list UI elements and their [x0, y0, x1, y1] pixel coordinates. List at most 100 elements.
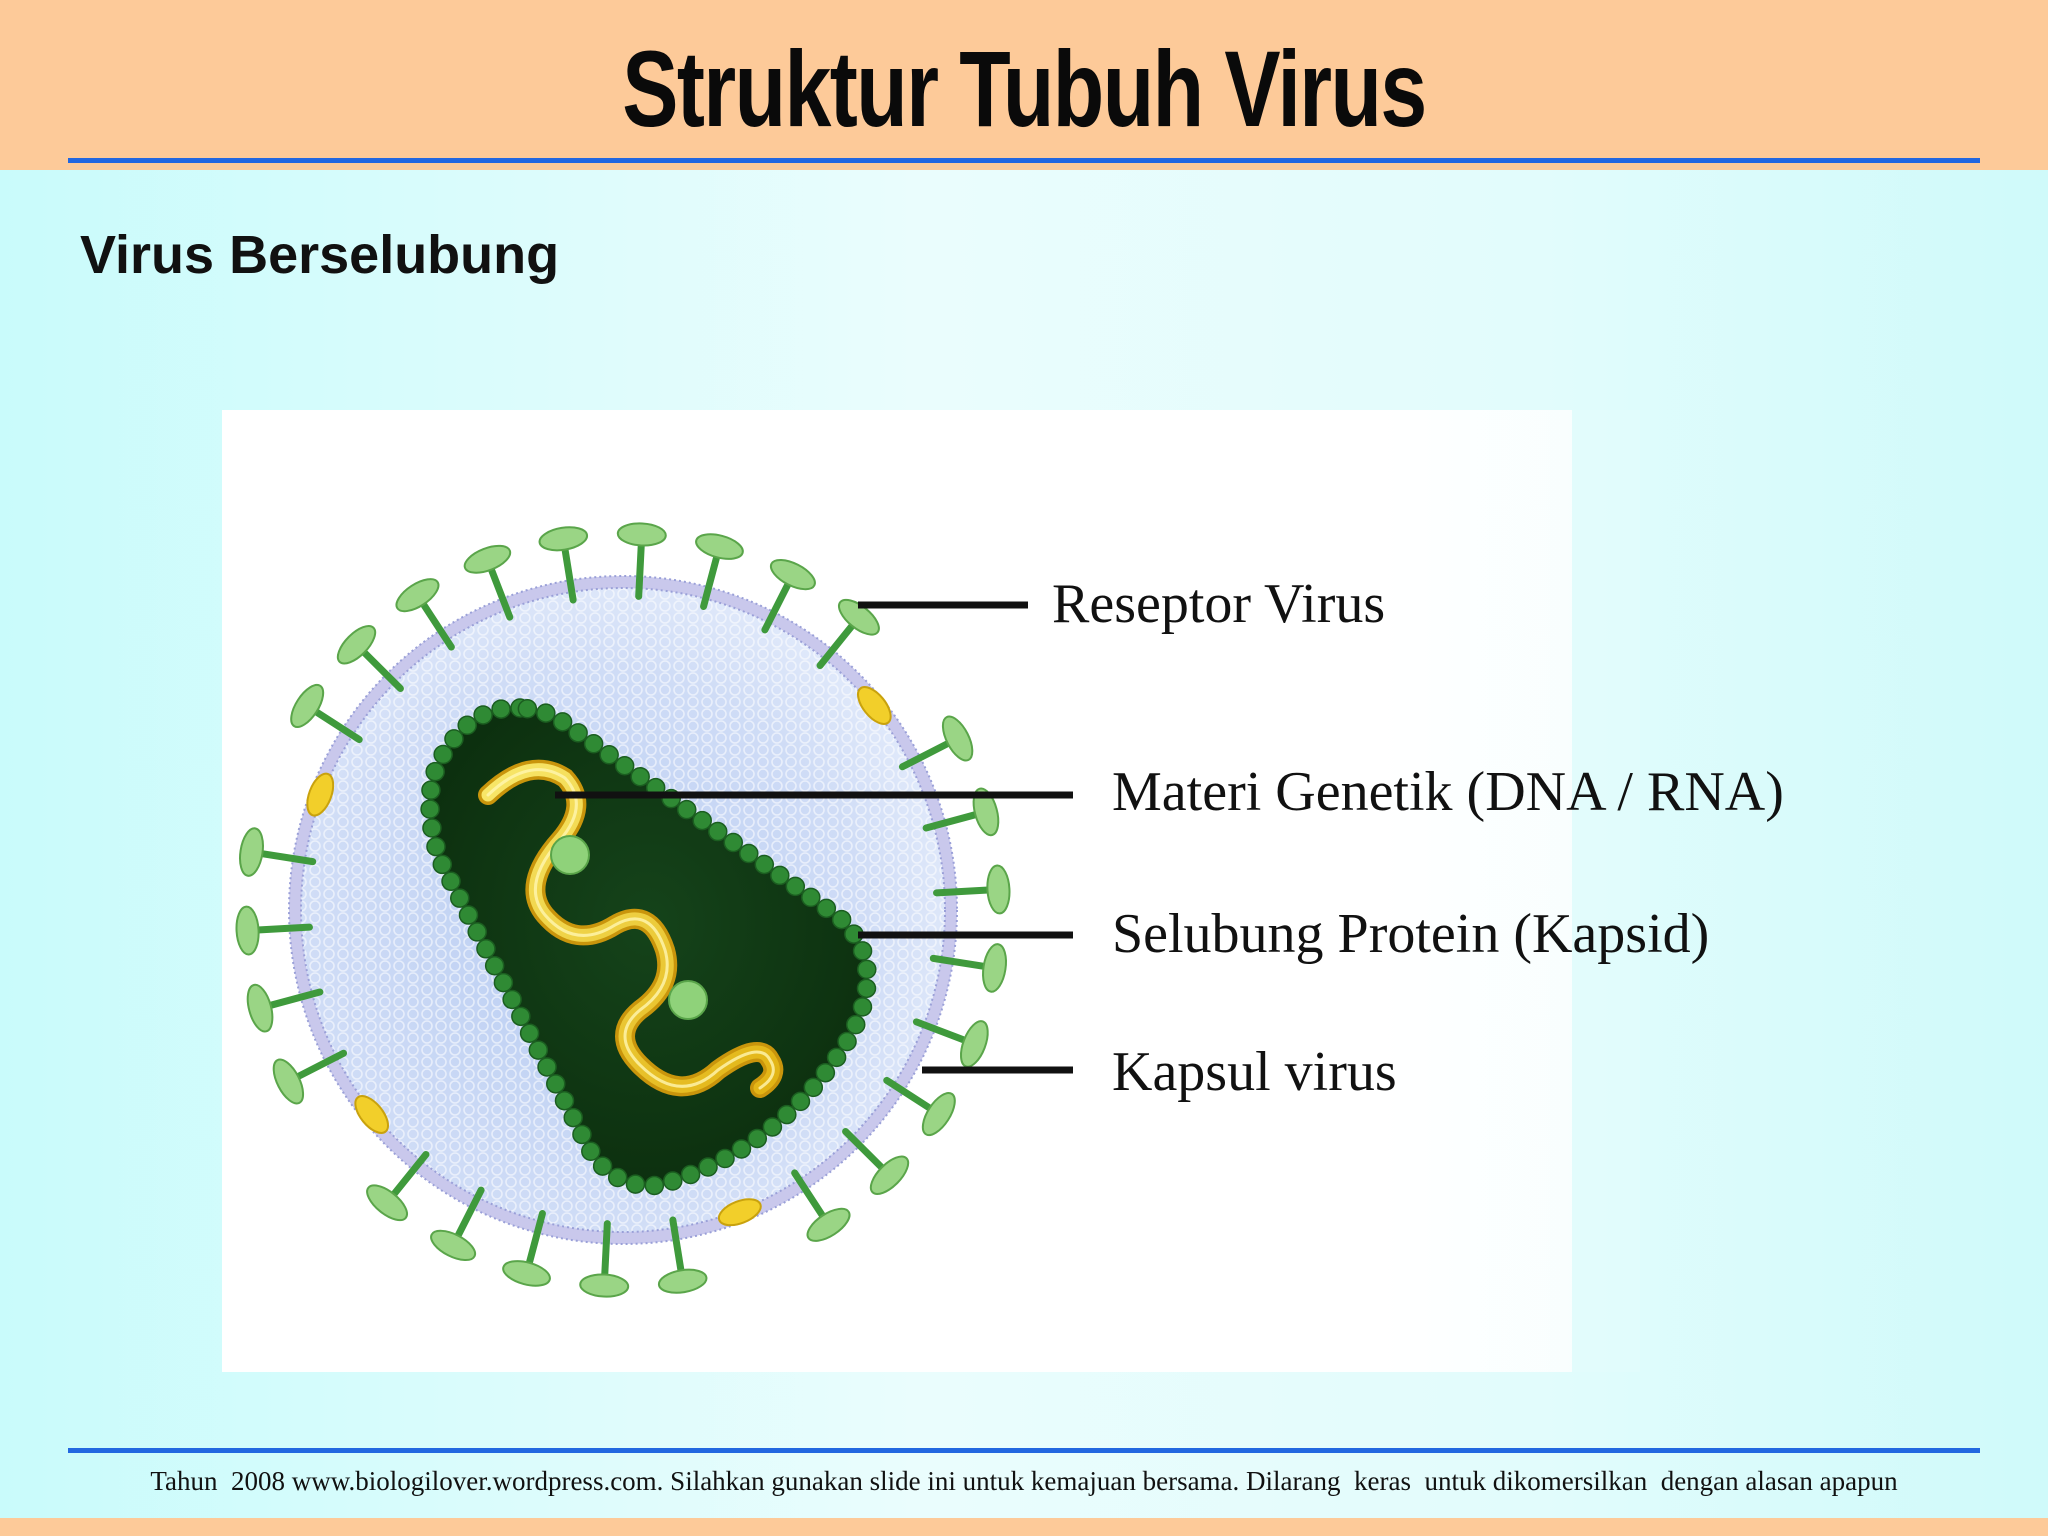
capsomere-bead [433, 744, 453, 765]
receptor-stalk [419, 600, 455, 651]
receptor-stalk [816, 621, 857, 670]
capsomere-bead [777, 1104, 797, 1125]
capsomere-bead [441, 871, 461, 892]
label-capsule: Kapsul virus [1112, 1041, 1397, 1103]
capsomere-bead [630, 766, 650, 787]
receptor-head [941, 715, 974, 762]
capsomere-bead [607, 1167, 628, 1188]
capsomere-bead [450, 888, 470, 908]
receptor-stalk [791, 1169, 827, 1220]
receptor-stalk [883, 1076, 934, 1113]
capsomere-bead [747, 1128, 768, 1149]
receptor-head [838, 598, 880, 636]
receptor-stalk [669, 1216, 685, 1275]
capsomere-bead [502, 989, 522, 1010]
capsomere-bead [680, 1164, 701, 1185]
receptor-head [657, 1268, 708, 1294]
capsomere-bead [790, 1091, 811, 1112]
receptor-head [366, 1184, 408, 1222]
capsomere-bead [517, 699, 538, 719]
capsomere-bead [803, 1077, 824, 1098]
capsomere-bead [491, 699, 511, 719]
receptor-head [395, 578, 440, 613]
capsomere-bead [625, 1174, 646, 1194]
receptor-head [982, 943, 1007, 993]
receptor-stalk [761, 580, 792, 634]
capsomere-bead [511, 1006, 531, 1027]
capsid [420, 698, 877, 1196]
receptor-head [695, 533, 744, 560]
capsomere-bead [692, 810, 712, 831]
capsomere-bead [715, 1148, 735, 1169]
capsomere-bead [426, 836, 446, 857]
capsomere-bead [644, 1175, 665, 1196]
receptor-spikes [235, 522, 1011, 1298]
capsomere-bead [816, 898, 837, 919]
capsomere-bead [554, 1090, 575, 1111]
capsomere-bead [857, 959, 877, 980]
capsomere-bead [583, 734, 604, 754]
leader-lines [555, 601, 1073, 1074]
receptor-stalk [635, 540, 645, 600]
receptor-stalk [454, 1186, 485, 1240]
receptor-head [869, 1155, 910, 1195]
receptor-head [272, 1058, 305, 1105]
receptor-head [336, 625, 377, 665]
receptor-head [959, 1020, 989, 1068]
receptor-stalk [842, 1128, 886, 1172]
capsomere-bead [420, 799, 440, 819]
capsomere-bead [572, 1124, 592, 1145]
receptor-head [430, 1229, 477, 1262]
receptor-stalk [293, 1049, 348, 1081]
footer-text: Tahun 2008 www.biologilover.wordpress.co… [150, 1466, 1898, 1496]
capsomere-bead [698, 1157, 718, 1177]
capsomere-bead [476, 939, 496, 959]
slide-title: Struktur Tubuh Virus [622, 28, 1427, 149]
receptor-head [806, 1207, 851, 1242]
receptor-head [769, 558, 816, 591]
receptor-stalk [922, 810, 980, 832]
receptor-stalk [912, 1018, 969, 1044]
label-genetic-material: Materi Genetik (DNA / RNA) [1112, 761, 1784, 823]
capsomere-bead [785, 876, 806, 897]
capsomere-bead [731, 1139, 752, 1159]
capsomere-bead [723, 832, 744, 853]
receptor-head [972, 787, 1000, 837]
receptor-head [290, 683, 325, 728]
receptor-head [235, 905, 260, 956]
receptor-stalk [360, 648, 404, 692]
receptor-head [502, 1260, 551, 1287]
receptor-stalk [898, 739, 953, 771]
capsomere-bead [599, 745, 619, 765]
receptor-stalk [700, 552, 721, 611]
receptor-head [616, 522, 667, 547]
bottom-band [0, 1518, 2048, 1536]
receptor-head [579, 1273, 630, 1298]
receptor-head [921, 1092, 956, 1137]
membrane-protein [857, 686, 892, 725]
membrane-protein [354, 1095, 389, 1134]
receptor-stalk [254, 923, 313, 934]
receptor-head [463, 544, 512, 574]
capsomere-bead [473, 705, 493, 725]
genetic-material [478, 759, 784, 1098]
capsomere-bead [676, 799, 697, 820]
receptor-head [986, 864, 1011, 915]
membrane-protein [306, 772, 335, 817]
capsomere-bead [837, 1031, 857, 1052]
capsomere-bead [422, 818, 442, 838]
receptor-stalk [257, 850, 317, 866]
capsomere-bead [537, 1057, 557, 1077]
capsomere-bead [739, 843, 759, 864]
capsomere-bead [762, 1117, 783, 1137]
capsomere-bead [493, 972, 514, 993]
capsomere-bead [467, 922, 487, 942]
capsomere-bead [458, 905, 479, 925]
capsomere-bead [852, 941, 873, 961]
capsomere-bead [754, 854, 775, 875]
capsomere-bead [707, 821, 728, 842]
capsomere-bead [444, 729, 464, 749]
capsomere-bead [552, 712, 573, 732]
receptor-stalk [561, 545, 577, 604]
capsomere-bead [770, 865, 790, 886]
